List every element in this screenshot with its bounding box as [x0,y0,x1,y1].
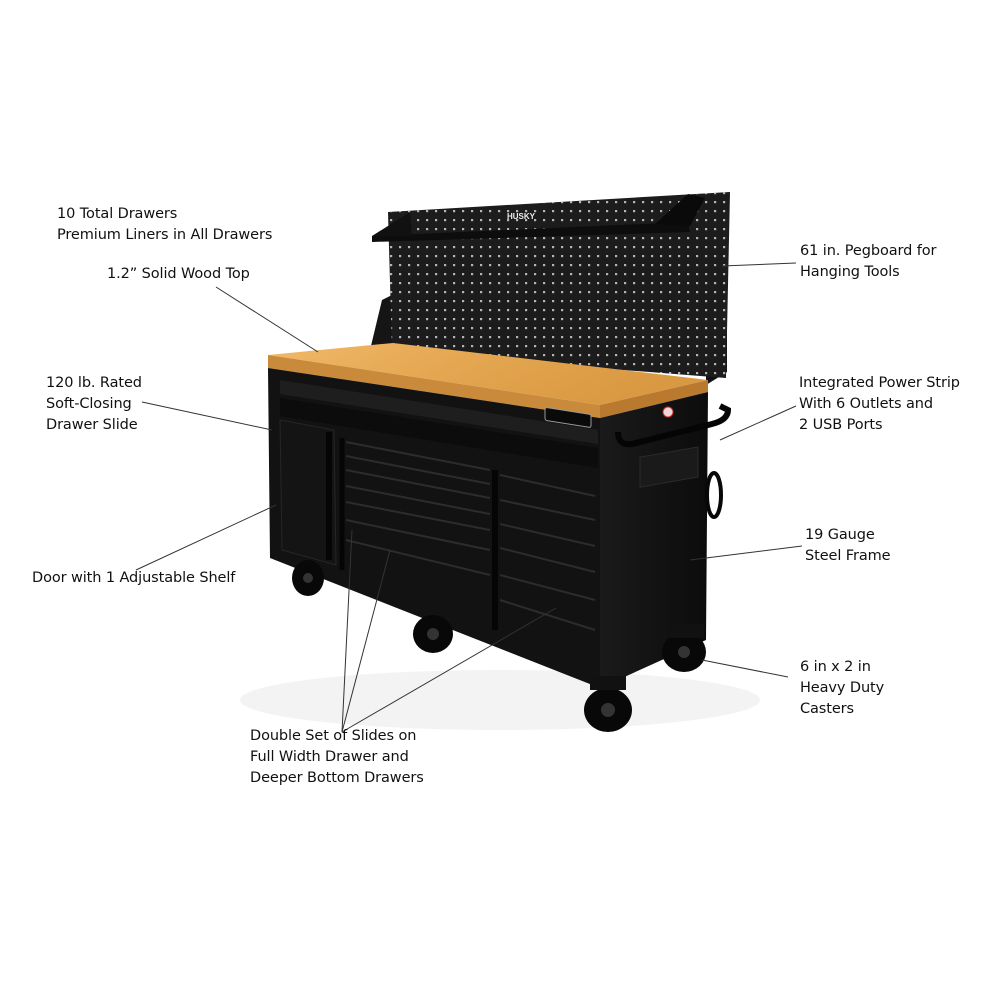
callout-casters: 6 in x 2 in Heavy Duty Casters [800,659,885,717]
callout-pegboard: 61 in. Pegboard for Hanging Tools [800,243,937,280]
callout-power-strip: Integrated Power Strip With 6 Outlets an… [799,375,960,433]
pegboard-logo: HUSKY [507,212,536,221]
callout-double-slides: Double Set of Slides on Full Width Drawe… [250,728,424,786]
cabinet-front [268,368,600,688]
callout-drawers: 10 Total Drawers Premium Liners in All D… [57,206,273,243]
side-handle [615,403,732,448]
power-strip [639,446,699,488]
power-cord [705,471,723,519]
pegboard: HUSKY [370,192,730,385]
callout-drawer-slide: 120 lb. Rated Soft-Closing Drawer Slide [46,375,142,433]
callout-door-shelf: Door with 1 Adjustable Shelf [32,570,236,586]
wood-top [268,343,708,405]
casters [292,560,706,732]
callout-steel-frame: 19 Gauge Steel Frame [805,527,891,564]
leader-lines [135,262,803,733]
floor-shadow [240,670,760,730]
callout-wood-top: 1.2” Solid Wood Top [107,266,250,282]
